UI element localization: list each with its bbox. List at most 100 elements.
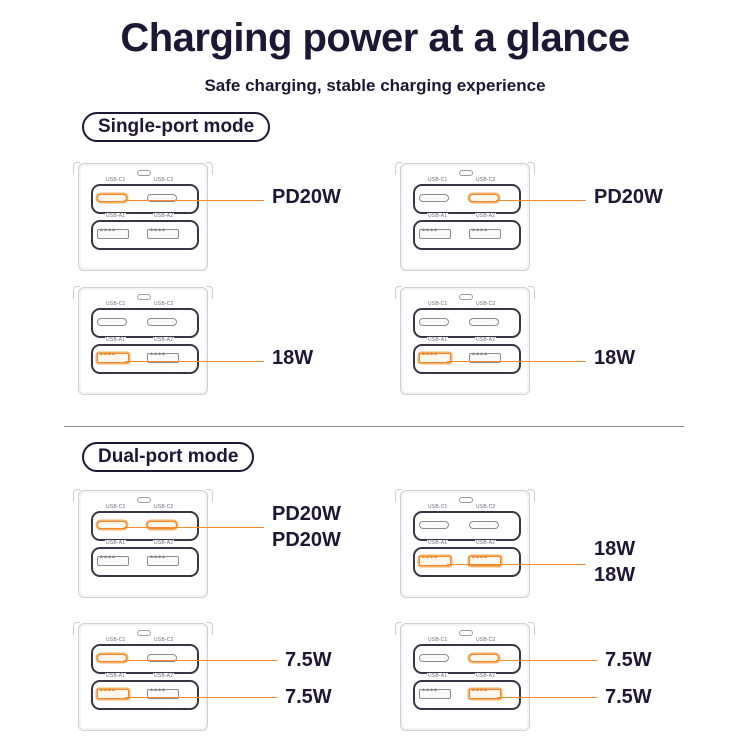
usb-c-port <box>147 194 177 202</box>
port-label: USB-C2 <box>475 177 497 183</box>
usb-c-port <box>419 521 449 529</box>
port-label: USB-A1 <box>427 540 449 546</box>
usb-a-port-active <box>97 686 129 699</box>
port-label: USB-A2 <box>475 673 497 679</box>
leader-line <box>124 660 277 661</box>
section-divider <box>64 426 684 427</box>
port-label: USB-A2 <box>153 213 175 219</box>
usb-a-port <box>419 226 451 239</box>
usb-a-port-group: USB-A1 USB-A2 <box>413 337 521 374</box>
usb-c-port-active <box>469 654 499 662</box>
indicator-light <box>459 630 473 636</box>
usb-a-port <box>97 226 129 239</box>
power-value: 7.5W <box>285 686 332 708</box>
indicator-light <box>137 170 151 176</box>
power-value: 7.5W <box>285 649 332 671</box>
leader-line <box>125 697 277 698</box>
usb-c-port-active <box>97 521 127 529</box>
port-label: USB-C1 <box>105 177 127 183</box>
port-label: USB-A2 <box>153 540 175 546</box>
indicator-light <box>137 497 151 503</box>
usb-c-port <box>469 521 499 529</box>
leader-line <box>496 660 597 661</box>
usb-c-port-group: USB-C1 USB-C2 <box>413 504 521 541</box>
indicator-light <box>137 294 151 300</box>
usb-a-port <box>147 553 179 566</box>
port-label: USB-C2 <box>475 504 497 510</box>
port-label: USB-A1 <box>427 337 449 343</box>
port-label: USB-A1 <box>427 673 449 679</box>
power-value: 18W <box>272 347 314 369</box>
usb-c-port-active <box>469 194 499 202</box>
port-label: USB-C1 <box>427 301 449 307</box>
usb-a-port-group: USB-A1 USB-A2 <box>413 540 521 577</box>
usb-a-port-group: USB-A1USB-A2 <box>91 337 199 374</box>
power-value: 7.5W <box>605 649 652 671</box>
port-label: USB-C1 <box>105 504 127 510</box>
page-title: Charging power at a glance <box>120 16 630 60</box>
port-label: USB-C2 <box>153 504 175 510</box>
port-label: USB-C2 <box>475 301 497 307</box>
indicator-light <box>459 497 473 503</box>
usb-a-port-group: USB-A1 USB-A2 <box>413 213 521 250</box>
power-value: 18W <box>594 564 636 586</box>
usb-c-port <box>147 654 177 662</box>
power-value: PD20W <box>594 186 663 208</box>
leader-line <box>497 564 586 565</box>
port-label: USB-C1 <box>105 301 127 307</box>
power-value: PD20W <box>272 529 341 551</box>
port-label: USB-C1 <box>427 637 449 643</box>
port-label: USB-C1 <box>427 504 449 510</box>
usb-a-port <box>419 686 451 699</box>
power-value: 18W <box>594 347 636 369</box>
usb-a-port <box>147 350 179 363</box>
port-label: USB-A1 <box>427 213 449 219</box>
port-label: USB-A2 <box>475 540 497 546</box>
leader-line <box>174 527 264 528</box>
dual-port-mode-label: Dual-port mode <box>82 442 255 472</box>
usb-a-port <box>147 686 179 699</box>
usb-a-port-active <box>469 553 501 566</box>
usb-c-port <box>147 318 177 326</box>
leader-line <box>447 361 586 362</box>
usb-c-port-active <box>97 654 127 662</box>
leader-line <box>496 200 586 201</box>
indicator-light <box>459 294 473 300</box>
indicator-light <box>459 170 473 176</box>
usb-a-port-active <box>419 350 451 363</box>
port-label: USB-A2 <box>475 213 497 219</box>
port-label: USB-C1 <box>427 177 449 183</box>
power-value: 18W <box>594 538 636 560</box>
usb-a-port <box>469 350 501 363</box>
port-label: USB-C1 <box>105 637 127 643</box>
usb-c-port <box>419 194 449 202</box>
leader-line <box>497 697 597 698</box>
usb-c-port <box>419 318 449 326</box>
usb-c-port-group: USB-C1 USB-C2 <box>91 301 199 338</box>
power-value: PD20W <box>272 186 341 208</box>
usb-c-port <box>97 318 127 326</box>
port-label: USB-A1 <box>105 337 127 343</box>
usb-c-port <box>419 654 449 662</box>
port-label: USB-C2 <box>153 301 175 307</box>
usb-c-port-group: USB-C1 USB-C2 <box>413 177 521 214</box>
usb-a-port-group: USB-A1USB-A2 <box>91 673 199 710</box>
port-label: USB-A1 <box>105 540 127 546</box>
usb-a-port <box>469 226 501 239</box>
port-label: USB-A2 <box>475 337 497 343</box>
